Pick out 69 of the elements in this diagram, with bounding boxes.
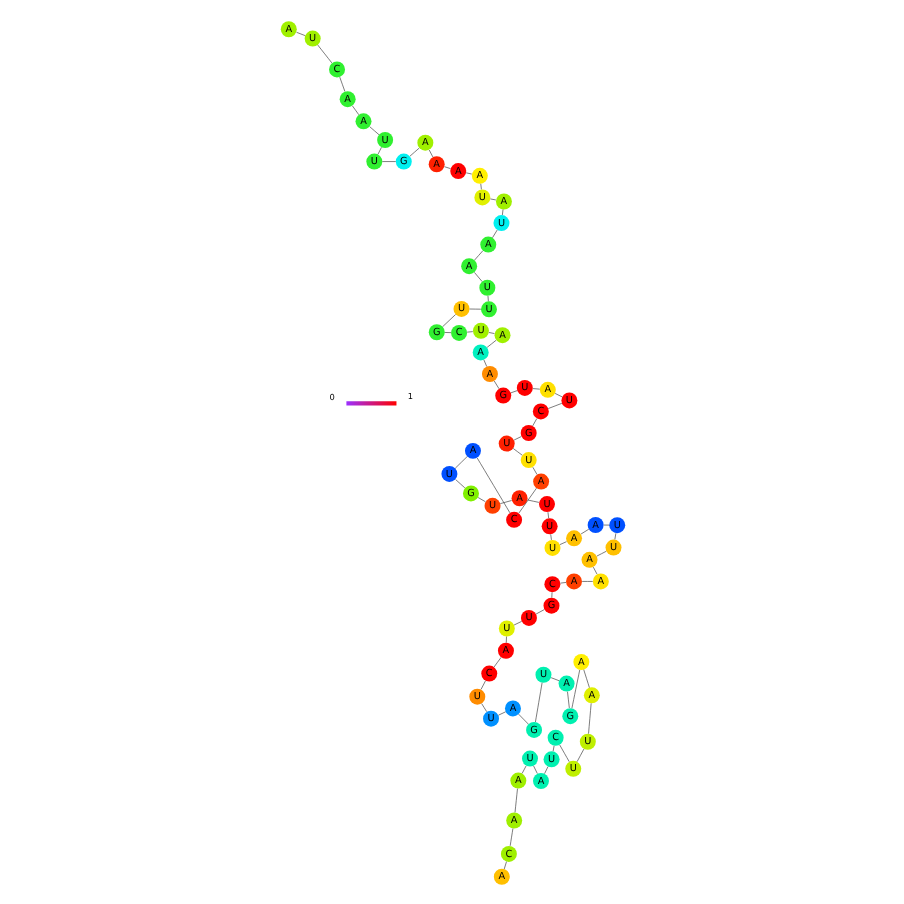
connector — [454, 478, 465, 488]
connector — [497, 710, 505, 715]
connector — [531, 465, 537, 474]
connector — [316, 43, 332, 63]
connector — [595, 549, 606, 556]
connector — [376, 145, 381, 154]
connector — [509, 389, 517, 393]
connector — [531, 387, 540, 389]
connector — [526, 498, 539, 502]
connector — [464, 171, 472, 174]
connector — [473, 249, 483, 260]
connector — [549, 532, 551, 540]
connector — [492, 656, 501, 667]
connector — [480, 702, 487, 712]
connector — [531, 417, 537, 426]
connector — [473, 271, 482, 281]
connector — [532, 764, 537, 773]
connector — [488, 197, 496, 200]
connector — [512, 620, 521, 625]
connector — [511, 447, 522, 455]
connector — [551, 744, 554, 751]
connector — [482, 358, 487, 366]
connector — [381, 160, 396, 161]
connector — [559, 581, 566, 583]
connector — [368, 125, 379, 135]
connector — [575, 747, 584, 762]
connector — [295, 30, 305, 35]
connector — [486, 294, 488, 301]
connector — [553, 392, 562, 397]
connector — [582, 668, 589, 687]
connector — [543, 765, 548, 773]
connector — [485, 338, 496, 347]
connector — [476, 496, 485, 502]
connector — [491, 228, 497, 238]
connector — [534, 681, 542, 722]
connector — [579, 527, 589, 534]
connector — [517, 486, 536, 513]
connector — [512, 435, 521, 440]
connector — [427, 148, 433, 157]
connector — [501, 208, 503, 215]
connector — [580, 580, 593, 581]
connector — [492, 379, 499, 389]
connector — [487, 331, 494, 333]
connector — [479, 679, 485, 689]
connector — [534, 608, 544, 614]
connector — [443, 331, 451, 332]
connector — [408, 146, 419, 156]
connector — [549, 676, 559, 681]
connector — [513, 787, 517, 812]
connector — [338, 75, 345, 91]
connector — [613, 531, 616, 539]
connector — [499, 499, 511, 503]
connector — [351, 104, 359, 115]
connector — [520, 764, 526, 773]
connector — [465, 330, 473, 332]
connector — [570, 668, 580, 708]
connector — [547, 402, 562, 408]
connector — [443, 165, 450, 168]
connector — [502, 860, 506, 869]
connector — [558, 743, 569, 761]
connector — [587, 702, 591, 733]
connector — [441, 313, 455, 326]
connector — [592, 565, 597, 574]
connector — [546, 510, 549, 518]
connector — [504, 635, 506, 643]
connector — [508, 827, 513, 846]
connector — [479, 182, 481, 189]
connector — [558, 540, 566, 544]
connector — [566, 690, 569, 708]
